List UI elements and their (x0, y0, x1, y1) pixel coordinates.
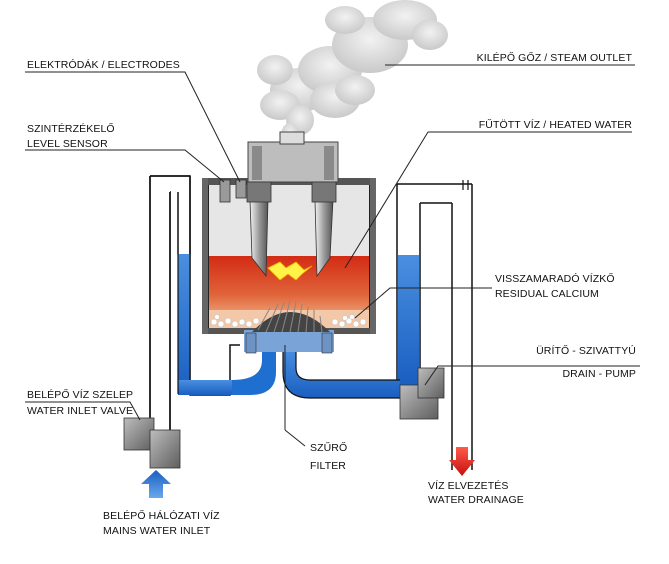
label-drain-pump-hu: ÜRÍTŐ - SZIVATTYÚ (536, 345, 636, 357)
steam-cloud (257, 0, 448, 147)
spark (267, 261, 313, 281)
label-drain-pump-en: DRAIN - PUMP (562, 368, 636, 380)
bottom-pipe (282, 348, 400, 399)
drain-arrow (449, 447, 475, 476)
left-water-column (177, 254, 276, 395)
label-electrodes: ELEKTRÓDÁK / ELECTRODES (27, 59, 180, 71)
label-steam-outlet: KILÉPŐ GŐZ / STEAM OUTLET (476, 52, 632, 64)
label-filter-en: FILTER (310, 460, 346, 472)
label-heated-water: FŰTÖTT VÍZ / HEATED WATER (478, 119, 632, 131)
label-inlet-valve-en: WATER INLET VALVE (27, 405, 134, 417)
label-mains-en: MAINS WATER INLET (103, 525, 211, 537)
inlet-pipe (149, 175, 240, 430)
filter (244, 300, 334, 354)
label-residual-hu: VISSZAMARADÓ VÍZKŐ (495, 273, 615, 285)
label-drainage-en: WATER DRAINAGE (428, 494, 524, 506)
label-level-sensor-hu: SZINTÉRZÉKELŐ (27, 123, 115, 135)
label-mains-hu: BELÉPŐ HÁLÓZATI VÍZ (103, 510, 220, 522)
label-inlet-valve-hu: BELÉPŐ VÍZ SZELEP (27, 389, 134, 401)
steam-outlet-neck (247, 131, 339, 183)
electrodes (246, 181, 337, 278)
inlet-valve (123, 417, 181, 469)
inlet-arrow (141, 470, 171, 498)
label-level-sensor-en: LEVEL SENSOR (27, 138, 108, 150)
drain-pipe (396, 180, 473, 470)
drain-pump (399, 367, 445, 420)
label-residual-en: RESIDUAL CALCIUM (495, 288, 599, 300)
level-sensor (219, 179, 247, 203)
label-drainage-hu: VÍZ ELVEZETÉS (428, 480, 509, 492)
leader-lines (25, 64, 640, 447)
label-filter-hu: SZŰRŐ (310, 442, 348, 454)
